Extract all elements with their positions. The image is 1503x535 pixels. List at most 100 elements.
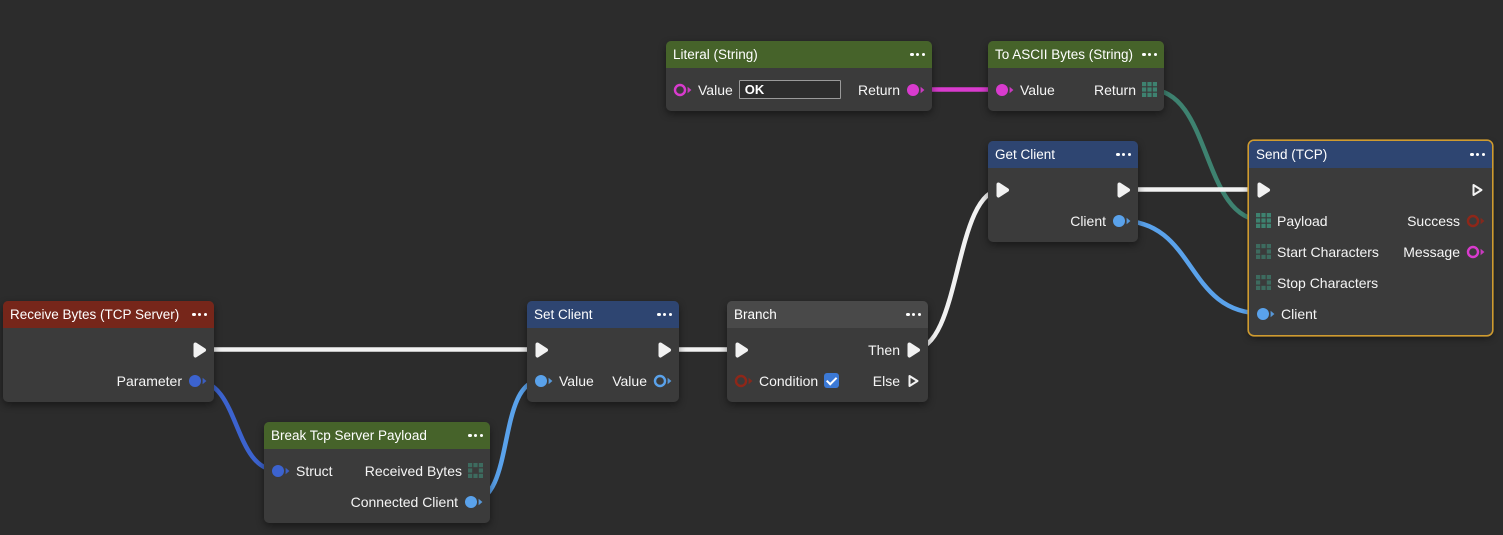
left-pins xyxy=(995,181,1010,199)
condition-pin[interactable] xyxy=(734,373,753,389)
then-pin[interactable] xyxy=(906,341,921,359)
node-row: Stop Characters xyxy=(1249,267,1492,298)
node-row xyxy=(988,174,1138,205)
received-bytes-pin[interactable] xyxy=(468,463,483,478)
check-icon xyxy=(825,373,837,386)
pin-label: Value xyxy=(698,81,733,98)
more-options-icon[interactable] xyxy=(906,312,921,317)
success-pin[interactable] xyxy=(1466,213,1485,229)
exec-in-pin[interactable] xyxy=(1256,181,1271,199)
value-pin[interactable] xyxy=(995,82,1014,98)
right-pins: Success xyxy=(1407,213,1485,229)
pin-label: Received Bytes xyxy=(364,462,462,479)
struct-pin[interactable] xyxy=(271,463,290,479)
pin-label: Value xyxy=(1020,81,1055,98)
node-title: To ASCII Bytes (String) xyxy=(995,47,1134,62)
node-row: Parameter xyxy=(3,365,214,396)
node-row xyxy=(527,334,679,365)
left-pins: Condition xyxy=(734,372,840,389)
node-title: Break Tcp Server Payload xyxy=(271,428,427,443)
node-to-ascii-bytes[interactable]: To ASCII Bytes (String) Value Return xyxy=(988,41,1164,111)
right-pins: Client xyxy=(1070,213,1131,229)
more-options-icon[interactable] xyxy=(1142,52,1157,57)
left-pins: Struct xyxy=(271,463,333,479)
value-pin[interactable] xyxy=(673,82,692,98)
pin-label: Client xyxy=(1281,305,1317,322)
else-pin[interactable] xyxy=(906,372,921,390)
exec-in-pin[interactable] xyxy=(995,181,1010,199)
pin-label: Start Characters xyxy=(1277,243,1379,260)
right-pins xyxy=(1470,181,1485,199)
value-out-pin[interactable] xyxy=(653,373,672,389)
more-options-icon[interactable] xyxy=(192,312,207,317)
right-pins: Then xyxy=(868,341,921,359)
right-pins: Return xyxy=(858,82,925,98)
right-pins xyxy=(192,341,207,359)
pin-label: Return xyxy=(1093,81,1136,98)
exec-in-pin[interactable] xyxy=(734,341,749,359)
pin-label: Then xyxy=(868,341,900,358)
left-pins xyxy=(734,341,749,359)
parameter-pin[interactable] xyxy=(188,373,207,389)
pin-label: Condition xyxy=(759,372,819,389)
node-title: Branch xyxy=(734,307,777,322)
pin-label: Else xyxy=(872,372,900,389)
node-row: Then xyxy=(727,334,928,365)
client-pin[interactable] xyxy=(1256,306,1275,322)
condition-checkbox[interactable] xyxy=(824,373,840,388)
payload-pin[interactable] xyxy=(1256,213,1271,228)
pin-label: Message xyxy=(1403,243,1460,260)
return-pin[interactable] xyxy=(1142,82,1157,97)
stop-characters-pin[interactable] xyxy=(1256,275,1271,290)
more-options-icon[interactable] xyxy=(468,433,483,438)
return-pin[interactable] xyxy=(906,82,925,98)
right-pins xyxy=(1116,181,1131,199)
message-pin[interactable] xyxy=(1466,244,1485,260)
right-pins: Parameter xyxy=(117,373,207,389)
pin-label: Struct xyxy=(296,462,333,479)
pin-label: Parameter xyxy=(116,372,182,389)
more-options-icon[interactable] xyxy=(1470,152,1485,157)
node-receive-bytes[interactable]: Receive Bytes (TCP Server) Parameter xyxy=(3,301,214,402)
pin-label: Client xyxy=(1070,212,1106,229)
wire-branch:then-to-get-client:exec-in[interactable] xyxy=(910,187,1005,352)
node-title: Get Client xyxy=(995,147,1056,162)
client-pin[interactable] xyxy=(1112,213,1131,229)
wire-to-ascii-bytes:return-to-send-tcp:payload[interactable] xyxy=(1147,87,1266,223)
left-pins: Client xyxy=(1256,306,1317,322)
value-in-pin[interactable] xyxy=(534,373,553,389)
exec-out-pin[interactable] xyxy=(657,341,672,359)
pin-label: Return xyxy=(857,81,900,98)
start-characters-pin[interactable] xyxy=(1256,244,1271,259)
node-row: Condition Else xyxy=(727,365,928,396)
node-row: Struct Received Bytes xyxy=(264,455,490,486)
left-pins xyxy=(534,341,549,359)
wire-get-client:client-to-send-tcp:client[interactable] xyxy=(1116,218,1266,316)
exec-in-pin[interactable] xyxy=(534,341,549,359)
left-pins: Start Characters xyxy=(1256,244,1379,260)
exec-out-pin[interactable] xyxy=(1470,181,1485,199)
left-pins: Stop Characters xyxy=(1256,275,1378,291)
exec-out-pin[interactable] xyxy=(192,341,207,359)
exec-out-pin[interactable] xyxy=(1116,181,1131,199)
more-options-icon[interactable] xyxy=(657,312,672,317)
node-title: Receive Bytes (TCP Server) xyxy=(10,307,180,322)
pin-label: Value xyxy=(559,372,594,389)
node-row: Client xyxy=(1249,298,1492,329)
left-pins: Value xyxy=(673,80,841,99)
more-options-icon[interactable] xyxy=(910,52,925,57)
connected-client-pin[interactable] xyxy=(464,494,483,510)
more-options-icon[interactable] xyxy=(1116,152,1131,157)
left-pins xyxy=(1256,181,1271,199)
value-input[interactable] xyxy=(738,80,841,99)
right-pins: Message xyxy=(1403,244,1485,260)
